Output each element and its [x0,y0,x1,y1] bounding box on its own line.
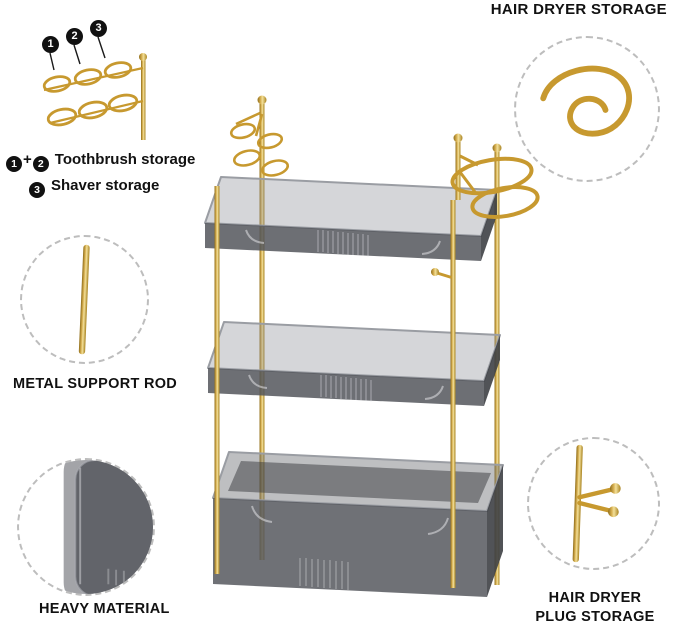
toothbrush-storage-label: 1+2 Toothbrush storage [6,151,196,173]
badge-2-icon: 2 [32,156,49,173]
marker-leader-lines [49,36,106,71]
plus-sign: + [23,151,32,168]
hair-dryer-hook-icon [540,65,632,137]
toothbrush-holder-detail [42,53,147,140]
tray-corner-icon [63,460,153,594]
toothbrush-holder-loops [229,111,290,177]
shaver-storage-text: Shaver storage [51,177,160,194]
tray-tier-3 [212,451,504,597]
heavy-material-label: HEAVY MATERIAL [39,601,170,617]
hair-dryer-hook-callout [514,36,660,182]
hair-dryer-holder-rings [450,133,540,219]
metal-rod-callout [20,235,149,364]
marker-2: 2 [66,28,83,45]
badge-1-icon: 1 [6,156,22,173]
hair-dryer-storage-label: HAIR DRYER STORAGE [490,1,667,18]
marker-3: 3 [90,20,107,37]
plug-hook [431,268,452,279]
plug-storage-line1: HAIR DRYER [548,590,642,606]
plug-storage-label: HAIR DRYER PLUG STORAGE [524,589,666,627]
toothbrush-storage-text: Toothbrush storage [54,151,196,168]
tray-tier-1 [204,176,498,261]
metal-support-rod-label: METAL SUPPORT ROD [13,376,178,392]
marker-1: 1 [42,36,59,53]
heavy-material-callout [17,458,155,596]
shaver-storage-label: 3 Shaver storage [29,177,160,199]
plug-hook-callout [527,437,660,570]
plug-hook-icon [572,444,621,563]
metal-rod-icon [78,244,90,355]
badge-3-icon: 3 [29,182,45,199]
tray-tier-2 [207,321,501,407]
front-support-poles [214,186,456,588]
plug-storage-line2: PLUG STORAGE [535,608,655,625]
